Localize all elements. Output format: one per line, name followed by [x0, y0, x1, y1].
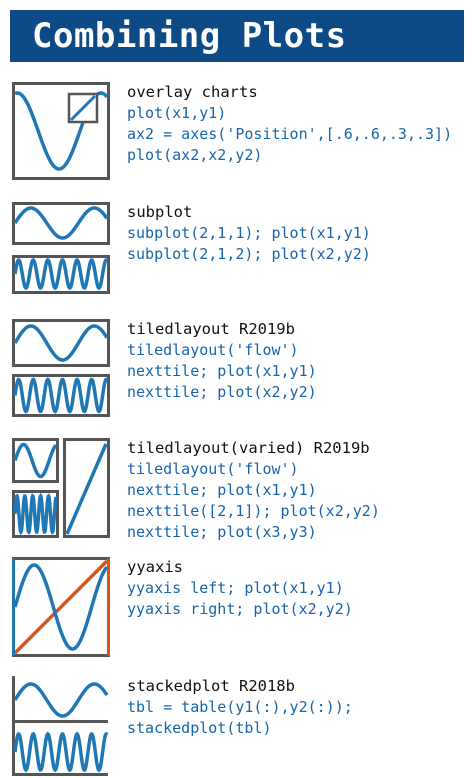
section-heading: yyaxis: [127, 558, 183, 576]
sine-wave-line: [13, 731, 109, 773]
sine-wave-line: [13, 257, 109, 291]
code-line: plot(x1,y1): [127, 104, 227, 122]
sine-wave-line: [13, 324, 109, 362]
code-line: yyaxis left; plot(x1,y1): [127, 579, 344, 597]
section-heading: subplot: [127, 203, 193, 221]
code-line: subplot(2,1,1); plot(x1,y1): [127, 224, 371, 242]
yyaxis-icon: [12, 557, 110, 657]
page-title: Combining Plots: [10, 10, 464, 62]
section-text: stackedplot R2018b tbl = table(y1(:),y2(…: [127, 676, 353, 739]
code-line: ax2 = axes('Position',[.6,.6,.3,.3]): [127, 125, 453, 143]
section-heading: tiledlayout(varied) R2019b: [127, 439, 370, 457]
stackedplot-icon: [12, 676, 110, 776]
code-line: subplot(2,1,2); plot(x2,y2): [127, 245, 371, 263]
section-heading: stackedplot R2018b: [127, 677, 295, 695]
section-text: tiledlayout(varied) R2019b tiledlayout('…: [127, 438, 380, 543]
code-line: stackedplot(tbl): [127, 719, 272, 737]
code-line: nexttile([2,1]); plot(x2,y2): [127, 502, 380, 520]
subplot-icon: [12, 202, 110, 294]
section-heading: tiledlayout R2019b: [127, 320, 295, 338]
section-text: tiledlayout R2019b tiledlayout('flow') n…: [127, 319, 317, 403]
code-line: plot(ax2,x2,y2): [127, 146, 263, 164]
code-line: tiledlayout('flow'): [127, 341, 299, 359]
sine-wave-line: [13, 492, 58, 536]
section-heading: overlay charts: [127, 83, 258, 101]
tiledlayout-icon: [12, 319, 110, 417]
section-text: yyaxis yyaxis left; plot(x1,y1) yyaxis r…: [127, 557, 353, 620]
code-line: yyaxis right; plot(x2,y2): [127, 600, 353, 618]
code-line: nexttile; plot(x1,y1): [127, 481, 317, 499]
sine-wave-line: [13, 682, 109, 718]
sine-wave-line: [13, 206, 109, 240]
overlay-chart-icon: [12, 82, 110, 180]
section-text: overlay charts plot(x1,y1) ax2 = axes('P…: [127, 82, 452, 166]
code-line: nexttile; plot(x2,y2): [127, 383, 317, 401]
code-line: nexttile; plot(x3,y3): [127, 523, 317, 541]
code-line: nexttile; plot(x1,y1): [127, 362, 317, 380]
sine-wave-line: [13, 377, 109, 414]
tiledlayout-varied-icon: [12, 438, 110, 538]
sine-wave-line: [13, 442, 58, 479]
code-line: tbl = table(y1(:),y2(:));: [127, 698, 353, 716]
section-text: subplot subplot(2,1,1); plot(x1,y1) subp…: [127, 202, 371, 265]
code-line: tiledlayout('flow'): [127, 460, 299, 478]
sine-wave-line: [13, 563, 109, 651]
